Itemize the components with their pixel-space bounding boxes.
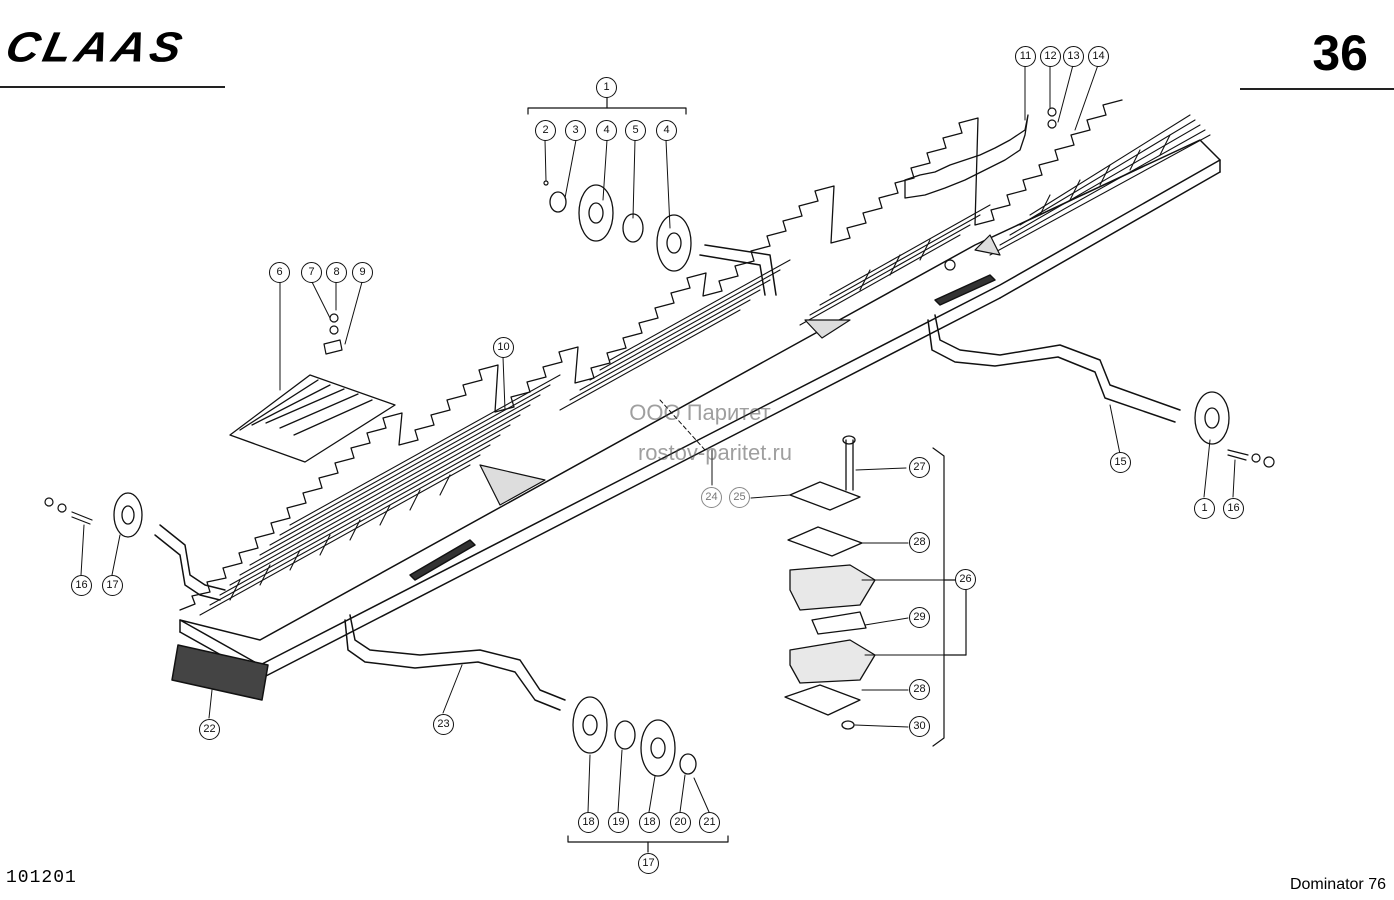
callout-4-b: 4	[656, 120, 677, 141]
machine-model: Dominator 76	[1289, 876, 1386, 893]
callout-3: 3	[565, 120, 586, 141]
callout-1-flange-bearing-right: 1	[1194, 498, 1215, 519]
callout-28-top: 28	[909, 532, 930, 553]
callout-16-left: 16	[71, 575, 92, 596]
callout-26: 26	[955, 569, 976, 590]
header-rule-left	[0, 86, 225, 88]
callout-22: 22	[199, 719, 220, 740]
callout-24: 24	[701, 487, 722, 508]
callout-6: 6	[269, 262, 290, 283]
tray-strip-left	[409, 539, 476, 581]
sieve-lamellae	[199, 114, 1211, 616]
callout-25: 25	[729, 487, 750, 508]
callout-18-a: 18	[578, 812, 599, 833]
callout-14: 14	[1088, 46, 1109, 67]
callout-5: 5	[625, 120, 646, 141]
watermark-url: rostov-paritet.ru	[637, 440, 793, 465]
callout-7: 7	[301, 262, 322, 283]
tray-strip-right	[934, 274, 996, 306]
callout-21: 21	[699, 812, 720, 833]
crank-shafts	[154, 244, 1181, 711]
name-plate	[171, 644, 269, 701]
callout-13: 13	[1063, 46, 1084, 67]
group-brackets	[527, 96, 967, 853]
page-number: 36	[1312, 25, 1368, 81]
callout-1-flange-bearing-top: 1	[596, 77, 617, 98]
bearing-block-assembly	[784, 435, 876, 730]
callout-30: 30	[909, 716, 930, 737]
callout-23: 23	[433, 714, 454, 735]
callout-4-a: 4	[596, 120, 617, 141]
watermark-company: ООО Паритет	[629, 400, 771, 425]
callout-28-bottom: 28	[909, 679, 930, 700]
callout-8: 8	[326, 262, 347, 283]
sieve-tray-frame	[179, 139, 1221, 679]
cover-plate	[229, 374, 396, 463]
callout-20: 20	[670, 812, 691, 833]
callout-29: 29	[909, 607, 930, 628]
callout-27: 27	[909, 457, 930, 478]
callout-16-right: 16	[1223, 498, 1244, 519]
callout-18-b: 18	[639, 812, 660, 833]
callout-17-bottom: 17	[638, 853, 659, 874]
callout-2: 2	[535, 120, 556, 141]
header-rule-right	[1240, 88, 1394, 90]
deflector-strip	[904, 114, 1029, 199]
callout-9: 9	[352, 262, 373, 283]
callout-12: 12	[1040, 46, 1061, 67]
support-wedges	[479, 234, 1001, 506]
callout-10: 10	[493, 337, 514, 358]
callout-19: 19	[608, 812, 629, 833]
leader-lines	[80, 64, 1236, 813]
serrated-edge	[179, 99, 1123, 611]
callout-17-left: 17	[102, 575, 123, 596]
callout-11: 11	[1015, 46, 1036, 67]
bearing-flanges	[113, 184, 1230, 777]
drawing-code: 101201	[6, 868, 77, 888]
callout-15: 15	[1110, 452, 1131, 473]
